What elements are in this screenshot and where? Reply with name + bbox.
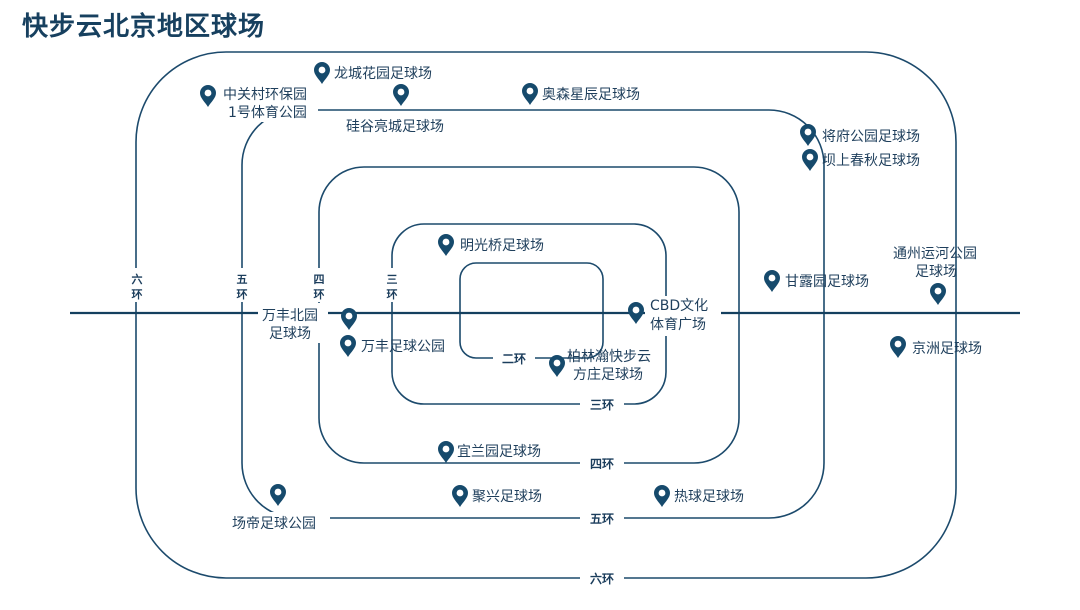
ring-label-5-v2: 环 [237, 288, 248, 301]
ring-label-4-v1: 四 [314, 273, 325, 286]
venue-label-cbd-1: CBD文化 [650, 298, 708, 314]
ring-label-6-v1: 六 [132, 272, 143, 286]
ring-label-6-v2: 环 [132, 288, 143, 301]
ring-road-6 [135, 51, 957, 579]
ring-label-3: 三环 [590, 398, 614, 412]
venue-label-bolinhan-1: 柏林瀚快步云 [567, 349, 651, 365]
venue-label-bashang: 坝上春秋足球场 [822, 153, 920, 169]
venue-label-tongzhou-1: 通州运河公园 [893, 246, 977, 262]
venue-label-wanfeng-north-2: 足球场 [269, 326, 311, 342]
location-pin-icon [549, 355, 565, 377]
ring-road-2 [459, 262, 604, 359]
location-pin-icon [393, 84, 409, 106]
ring-label-3-v1: 三 [387, 273, 398, 286]
venue-label-reqiu: 热球足球场 [674, 489, 744, 505]
venue-label-zhongguancun-1: 中关村环保园 [223, 87, 307, 103]
location-pin-icon [452, 485, 468, 507]
venue-label-zhongguancun-2: 1号体育公园 [228, 105, 307, 121]
venue-label-ganluyuan: 甘露园足球场 [785, 274, 869, 290]
location-pin-icon [890, 336, 906, 358]
location-pin-icon [341, 308, 357, 330]
location-pin-icon [930, 283, 946, 305]
venue-label-wanfeng-north-1: 万丰北园 [262, 308, 318, 324]
location-pin-icon [314, 62, 330, 84]
venue-label-juxing: 聚兴足球场 [472, 489, 542, 505]
map-title: 快步云北京地区球场 [22, 12, 266, 42]
venue-label-yilanyuan: 宜兰园足球场 [457, 444, 541, 460]
ring-label-4-v2: 环 [314, 288, 325, 301]
location-pin-icon [270, 484, 286, 506]
ring-label-4: 四环 [590, 457, 614, 471]
location-pin-icon [438, 441, 454, 463]
location-pin-icon [800, 124, 816, 146]
venue-label-jingzhou: 京洲足球场 [912, 341, 982, 357]
venue-label-tongzhou-2: 足球场 [915, 264, 957, 280]
venue-label-longcheng: 龙城花园足球场 [334, 66, 432, 82]
venue-label-changdi: 场帝足球公园 [232, 516, 316, 532]
location-pin-icon [764, 270, 780, 292]
location-pin-icon [522, 83, 538, 105]
ring-label-6: 六环 [590, 571, 614, 586]
ring-label-2: 二环 [502, 352, 526, 366]
ring-label-5-v1: 五 [237, 273, 248, 286]
location-pin-icon [628, 302, 644, 324]
ring-label-5: 五环 [590, 512, 614, 526]
venue-label-guigu: 硅谷亮城足球场 [346, 118, 444, 135]
venue-label-mingguangqiao: 明光桥足球场 [460, 238, 544, 254]
location-pin-icon [340, 335, 356, 357]
venue-label-aosen: 奥森星辰足球场 [542, 86, 640, 103]
location-pin-icon [654, 485, 670, 507]
venue-label-jiangfu: 将府公园足球场 [822, 129, 920, 145]
ring-label-3-v2: 环 [387, 288, 398, 301]
location-pin-icon [438, 234, 454, 256]
location-pin-icon [802, 149, 818, 171]
venue-label-bolinhan-2: 方庄足球场 [573, 366, 643, 383]
location-pin-icon [200, 85, 216, 107]
venue-label-wanfeng-park: 万丰足球公园 [361, 339, 445, 355]
venue-label-cbd-2: 体育广场 [650, 317, 706, 333]
